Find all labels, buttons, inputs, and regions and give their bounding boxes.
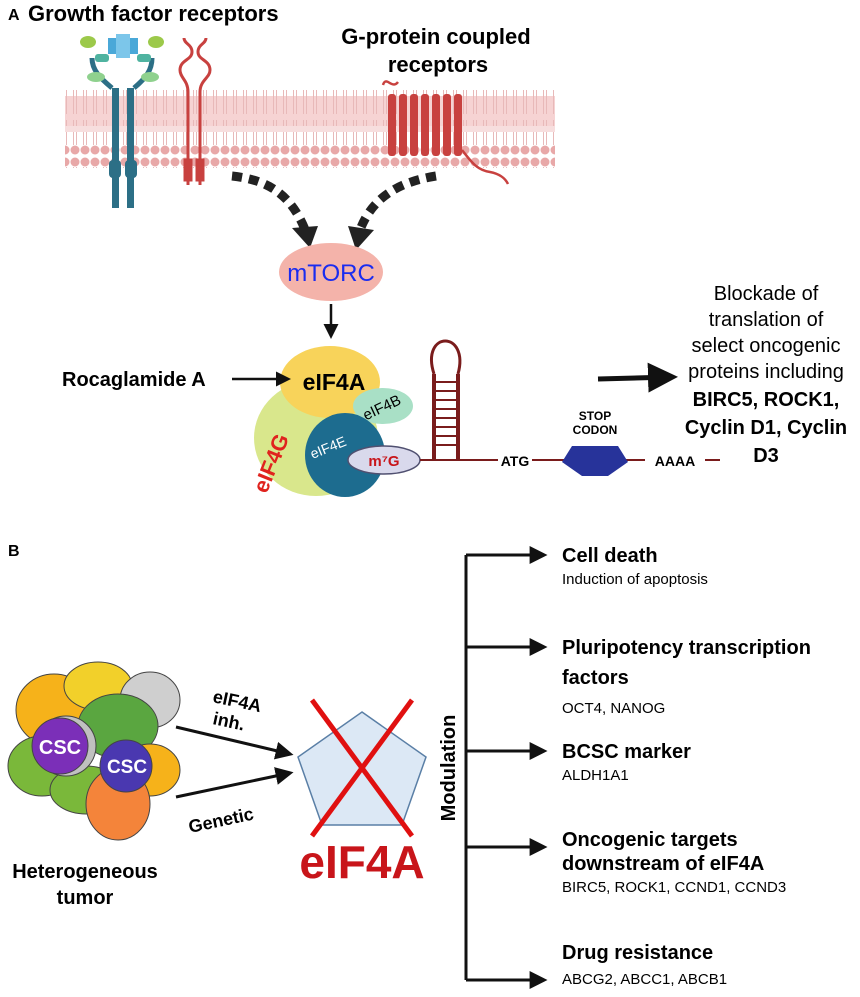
- outcome-bcsc-marker: BCSC marker ALDH1A1: [562, 741, 691, 784]
- blockade-bold-line-3: D3: [753, 445, 779, 467]
- mtorc-complex: [279, 243, 383, 301]
- dashed-arrow-right-head: [348, 226, 374, 250]
- stop-codon-label-line1: STOP: [579, 409, 611, 423]
- outcome-oncogenic-targets: Oncogenic targets downstream of eIF4A BI…: [562, 829, 786, 896]
- csc-label-1: CSC: [39, 737, 81, 759]
- csc-label-2: CSC: [107, 757, 147, 778]
- stop-codon-label-line2: CODON: [573, 423, 618, 437]
- tumor-label-line2: tumor: [57, 887, 114, 909]
- translation-initiation-complex: [254, 346, 421, 497]
- outcome-title-line2: factors: [562, 667, 629, 689]
- dashed-arrow-left-head: [292, 226, 318, 248]
- blockade-arrow: [597, 362, 678, 393]
- outcome-title-line2: downstream of eIF4A: [562, 853, 764, 875]
- outcome-title: Pluripotency transcription: [562, 637, 811, 659]
- eif4a-large-label: eIF4A: [299, 836, 424, 888]
- genetic-arrow: [175, 767, 294, 799]
- outcome-drug-resistance: Drug resistance ABCG2, ABCC1, ABCB1: [562, 942, 727, 988]
- outcome-detail: BIRC5, ROCK1, CCND1, CCND3: [562, 879, 786, 896]
- dashed-arrow-left: [231, 171, 311, 234]
- panel-b-label: B: [8, 543, 20, 560]
- gpcr-icon: [381, 80, 510, 185]
- rocaglamide-label: Rocaglamide A: [62, 369, 206, 391]
- inhibitor-arrow: [175, 725, 294, 760]
- polya-tail-label: AAAA: [655, 453, 695, 469]
- gpcr-title-line1: G-protein coupled: [341, 24, 530, 49]
- heterogeneous-tumor-icon: [7, 661, 181, 841]
- outcome-detail: OCT4, NANOG: [562, 700, 665, 717]
- outcome-title: Oncogenic targets: [562, 829, 738, 851]
- outcome-branches: [466, 546, 548, 989]
- panel-a-label: A: [8, 7, 20, 24]
- dashed-arrow-right: [355, 171, 437, 232]
- blockade-text: Blockade of translation of select oncoge…: [685, 283, 847, 467]
- red-x-stroke-2: [309, 698, 415, 838]
- cell-membrane: [65, 90, 555, 168]
- blockade-bold-line-1: BIRC5, ROCK1,: [693, 389, 840, 411]
- outcome-cell-death: Cell death Induction of apoptosis: [562, 545, 708, 588]
- blockade-line-3: select oncogenic: [692, 335, 841, 357]
- hairpin-rungs: [434, 381, 458, 446]
- stop-codon-icon: [562, 446, 628, 476]
- eif4a-label: eIF4A: [303, 369, 366, 395]
- outcome-detail: ALDH1A1: [562, 767, 629, 784]
- growth-factor-receptor-icon: [80, 34, 164, 208]
- start-codon-label: ATG: [501, 453, 530, 469]
- modulation-label: Modulation: [438, 715, 460, 822]
- growth-factor-title: Growth factor receptors: [28, 1, 279, 26]
- mtorc-label: mTORC: [287, 260, 375, 287]
- red-receptor-icon: [178, 37, 212, 185]
- outcome-title: BCSC marker: [562, 741, 691, 763]
- outcome-title: Drug resistance: [562, 942, 713, 964]
- blockade-line-1: Blockade of: [714, 283, 819, 305]
- blockade-line-2: translation of: [709, 309, 824, 331]
- outcome-pluripotency: Pluripotency transcription factors OCT4,…: [562, 637, 811, 717]
- tumor-label-line1: Heterogeneous: [12, 861, 158, 883]
- blockade-bold-line-2: Cyclin D1, Cyclin: [685, 417, 847, 439]
- genetic-label: Genetic: [187, 804, 256, 837]
- outcome-detail: Induction of apoptosis: [562, 571, 708, 588]
- outcome-detail: ABCG2, ABCC1, ABCB1: [562, 971, 727, 988]
- blockade-line-4: proteins including: [688, 361, 844, 383]
- outcome-title: Cell death: [562, 545, 658, 567]
- gpcr-title-line2: receptors: [388, 52, 488, 77]
- m7g-cap-label: m⁷G: [368, 453, 399, 470]
